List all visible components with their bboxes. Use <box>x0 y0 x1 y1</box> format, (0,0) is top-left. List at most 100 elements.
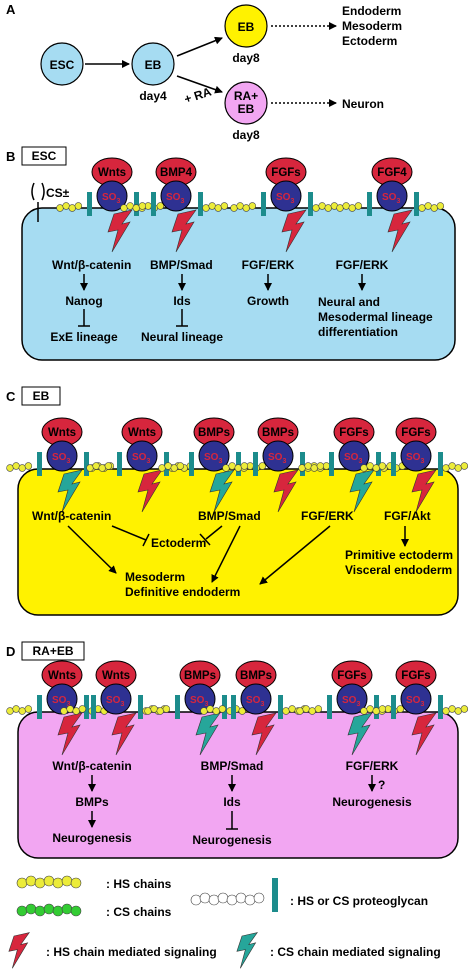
cs-bracket <box>31 182 45 201</box>
receptor-domain <box>400 440 432 472</box>
chain-bead <box>52 877 64 889</box>
chain-bead <box>308 707 316 715</box>
sulfate-label: SO3 <box>52 695 70 708</box>
chain-bead <box>220 202 229 210</box>
sulfate-label: SO3 <box>246 695 264 708</box>
receptor-domain <box>262 440 294 472</box>
chain-bead <box>448 705 456 713</box>
chain-bead <box>240 462 249 470</box>
chain-bead <box>372 464 380 472</box>
ligand-label: FGFs <box>401 670 430 682</box>
chain-bead <box>242 204 250 212</box>
chain-bead <box>460 705 468 713</box>
hs-chain <box>56 202 83 212</box>
chain-bead <box>228 462 236 470</box>
sulfate-subscript: 3 <box>120 701 124 708</box>
cs-label: CS± <box>46 186 70 200</box>
chain-bead <box>202 204 210 212</box>
chain-bead <box>302 705 310 713</box>
panel-c-pathways: Wnt/β-catenin BMP/Smad FGF/ERK FGF/Akt E… <box>32 509 453 599</box>
hs-chain <box>360 462 387 472</box>
chain-bead <box>235 892 247 904</box>
day8-label-top: day8 <box>232 51 260 65</box>
sulfate-subscript: 3 <box>66 458 70 465</box>
legend-pg-core <box>272 878 278 912</box>
core-protein <box>374 695 379 719</box>
ectoderm-label: Ectoderm <box>342 34 397 48</box>
hs-chain <box>360 705 387 715</box>
receptor-domain <box>96 180 128 212</box>
signal-bolt <box>57 469 83 513</box>
chain-bead <box>312 204 320 212</box>
sulfate-label: SO3 <box>382 192 400 205</box>
chain-bead <box>424 202 432 210</box>
hs-chain <box>442 462 468 472</box>
receptor-domain <box>240 683 272 715</box>
core-protein <box>376 452 381 476</box>
chain-bead <box>62 202 70 210</box>
hs-chain <box>230 202 257 212</box>
hs-chain <box>120 202 147 212</box>
legend-hs-bolt <box>8 932 30 969</box>
core-protein <box>438 695 443 719</box>
sulfate-label: SO3 <box>52 452 70 465</box>
d-neuro3-label: Neurogenesis <box>332 795 412 809</box>
chain-bead <box>156 202 165 210</box>
b-nm-line2: Mesodermal lineage <box>318 310 433 324</box>
chain-bead <box>25 875 37 887</box>
hs-chain <box>418 202 445 212</box>
chain-bead <box>176 462 185 470</box>
panel-a: A ESC EB day4 + RA EB day8 RA+ EB day8 E… <box>6 2 402 142</box>
panel-d: D RA+EB WntsSO3WntsSO3BMPsSO3BMPsSO3FGFs… <box>6 641 468 859</box>
c-defend-label: Definitive endoderm <box>125 585 240 599</box>
mesoderm-label: Mesoderm <box>342 19 402 33</box>
c-wnt-ecto-bar <box>142 533 150 547</box>
b-exe-label: ExE lineage <box>50 330 118 344</box>
chain-bead <box>296 707 304 715</box>
chain-bead <box>378 462 387 470</box>
panel-a-letter: A <box>6 2 16 17</box>
chain-bead <box>454 464 462 472</box>
signal-bolt <box>137 469 163 513</box>
core-protein <box>91 695 96 719</box>
legend-cs-bolt <box>236 932 258 969</box>
legend-hs-label: : HS chains <box>106 877 172 891</box>
receptor-domain <box>126 440 158 472</box>
panel-d-title: RA+EB <box>32 644 73 658</box>
hs-chain <box>144 705 171 715</box>
legend-cs-signal-icon <box>236 932 258 969</box>
ligand-label: FGFs <box>401 427 430 439</box>
chain-bead <box>16 905 28 917</box>
core-protein <box>198 192 203 216</box>
b-growth-label: Growth <box>247 294 289 308</box>
d-question-label: ? <box>378 778 385 792</box>
chain-bead <box>214 204 222 212</box>
chain-bead <box>25 903 37 915</box>
panel-d-receptors: WntsSO3WntsSO3BMPsSO3BMPsSO3FGFsSO3FGFsS… <box>6 660 468 756</box>
day4-label: day4 <box>139 89 167 103</box>
panel-b-title-box <box>21 146 67 166</box>
sulfate-label: SO3 <box>268 452 286 465</box>
sulfate-label: SO3 <box>276 192 294 205</box>
ligand-label: BMPs <box>198 427 230 439</box>
receptor-domain <box>338 440 370 472</box>
d-bmp-label: BMP/Smad <box>201 759 264 773</box>
ligand-label: BMPs <box>184 670 216 682</box>
hs-chain <box>60 705 87 715</box>
b-ids-label: Ids <box>173 294 191 308</box>
c-wnt-ecto-inhibit <box>111 525 147 541</box>
sulfate-subscript: 3 <box>420 458 424 465</box>
receptor-domain <box>376 180 408 212</box>
chain-bead <box>236 202 244 210</box>
receptor-domain <box>270 180 302 212</box>
chain-bead <box>43 903 55 915</box>
signal-bolt <box>57 712 83 756</box>
legend-hs-bead <box>16 875 82 889</box>
